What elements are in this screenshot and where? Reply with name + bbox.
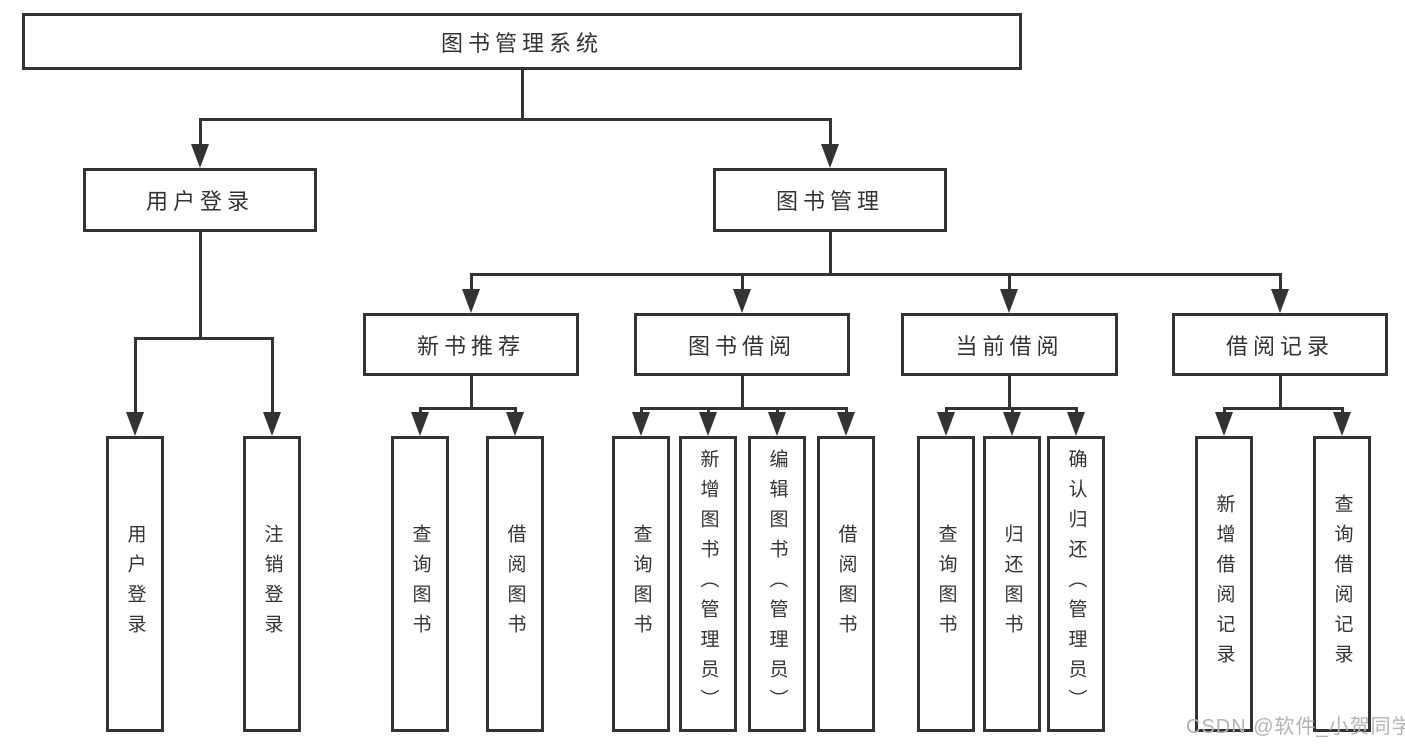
arrow-down-icon	[1067, 412, 1085, 436]
leaf-borrow-books-borrowing-label: 借阅图书	[835, 524, 857, 644]
node-root-label: 图书管理系统	[440, 30, 603, 56]
leaf-query-books-current: 查询图书	[917, 436, 975, 732]
leaf-query-borrow-record: 查询借阅记录	[1313, 436, 1371, 732]
leaf-user-login: 用户登录	[106, 436, 164, 732]
arrow-down-icon	[733, 289, 751, 313]
watermark-text: CSDN @软件_小贺同学	[1186, 716, 1405, 738]
leaf-add-book-admin-label: 新增图书（管理员）	[697, 449, 719, 719]
leaf-user-login-label: 用户登录	[124, 524, 146, 644]
arrow-down-icon	[699, 412, 717, 436]
connector-line	[470, 376, 473, 407]
arrow-down-icon	[126, 412, 144, 436]
node-current-borrowing: 当前借阅	[901, 313, 1118, 376]
leaf-query-books-recommend-label: 查询图书	[409, 524, 431, 644]
leaf-logout: 注销登录	[243, 436, 301, 732]
arrow-down-icon	[506, 412, 524, 436]
node-current-borrowing-label: 当前借阅	[955, 333, 1064, 359]
leaf-confirm-return-admin: 确认归还（管理员）	[1047, 436, 1105, 732]
node-book-management: 图书管理	[713, 168, 947, 232]
connector-line	[640, 407, 848, 410]
connector-line	[1008, 376, 1011, 407]
leaf-confirm-return-admin-label: 确认归还（管理员）	[1065, 449, 1087, 719]
arrow-down-icon	[462, 289, 480, 313]
arrow-down-icon	[1271, 289, 1289, 313]
leaf-borrow-books-borrowing: 借阅图书	[817, 436, 875, 732]
node-new-book-recommend: 新书推荐	[363, 313, 579, 376]
connector-line	[134, 337, 137, 415]
connector-line	[829, 232, 832, 273]
connector-line	[134, 337, 274, 340]
connector-line	[521, 70, 524, 118]
arrow-down-icon	[263, 412, 281, 436]
leaf-query-borrow-record-label: 查询借阅记录	[1331, 494, 1353, 674]
connector-line	[470, 273, 473, 293]
leaf-return-books: 归还图书	[983, 436, 1041, 732]
connector-line	[741, 376, 744, 407]
connector-line	[829, 118, 832, 148]
connector-line	[419, 407, 517, 410]
arrow-down-icon	[837, 412, 855, 436]
node-book-management-label: 图书管理	[775, 189, 884, 214]
arrow-down-icon	[1333, 412, 1351, 436]
arrow-down-icon	[821, 144, 839, 168]
arrow-down-icon	[1003, 412, 1021, 436]
leaf-return-books-label: 归还图书	[1001, 524, 1023, 644]
node-book-borrowing: 图书借阅	[634, 313, 850, 376]
leaf-query-books-borrowing-label: 查询图书	[630, 524, 652, 644]
arrow-down-icon	[411, 412, 429, 436]
connector-line	[1008, 273, 1011, 293]
leaf-logout-label: 注销登录	[261, 524, 283, 644]
leaf-add-borrow-record-label: 新增借阅记录	[1213, 494, 1235, 674]
node-root: 图书管理系统	[22, 13, 1022, 70]
node-borrowing-records-label: 借阅记录	[1225, 333, 1334, 359]
leaf-query-books-current-label: 查询图书	[935, 524, 957, 644]
arrow-down-icon	[191, 144, 209, 168]
arrow-down-icon	[768, 412, 786, 436]
leaf-query-books-recommend: 查询图书	[391, 436, 449, 732]
leaf-add-borrow-record: 新增借阅记录	[1195, 436, 1253, 732]
connector-line	[199, 118, 202, 148]
leaf-borrow-books-recommend: 借阅图书	[486, 436, 544, 732]
leaf-query-books-borrowing: 查询图书	[612, 436, 670, 732]
node-user-login-label: 用户登录	[145, 189, 254, 214]
leaf-add-book-admin: 新增图书（管理员）	[679, 436, 737, 732]
node-book-borrowing-label: 图书借阅	[687, 333, 796, 359]
node-user-login: 用户登录	[83, 168, 317, 232]
arrow-down-icon	[937, 412, 955, 436]
arrow-down-icon	[1000, 289, 1018, 313]
leaf-borrow-books-recommend-label: 借阅图书	[504, 524, 526, 644]
connector-line	[470, 273, 1282, 276]
arrow-down-icon	[1215, 412, 1233, 436]
leaf-edit-book-admin-label: 编辑图书（管理员）	[766, 449, 788, 719]
connector-line	[1279, 376, 1282, 407]
connector-line	[1279, 273, 1282, 293]
arrow-down-icon	[632, 412, 650, 436]
connector-line	[199, 232, 202, 337]
leaf-edit-book-admin: 编辑图书（管理员）	[748, 436, 806, 732]
connector-line	[271, 337, 274, 415]
node-new-book-recommend-label: 新书推荐	[416, 333, 525, 359]
connector-line	[199, 118, 832, 121]
connector-line	[741, 273, 744, 293]
connector-line	[1223, 407, 1344, 410]
node-borrowing-records: 借阅记录	[1172, 313, 1388, 376]
